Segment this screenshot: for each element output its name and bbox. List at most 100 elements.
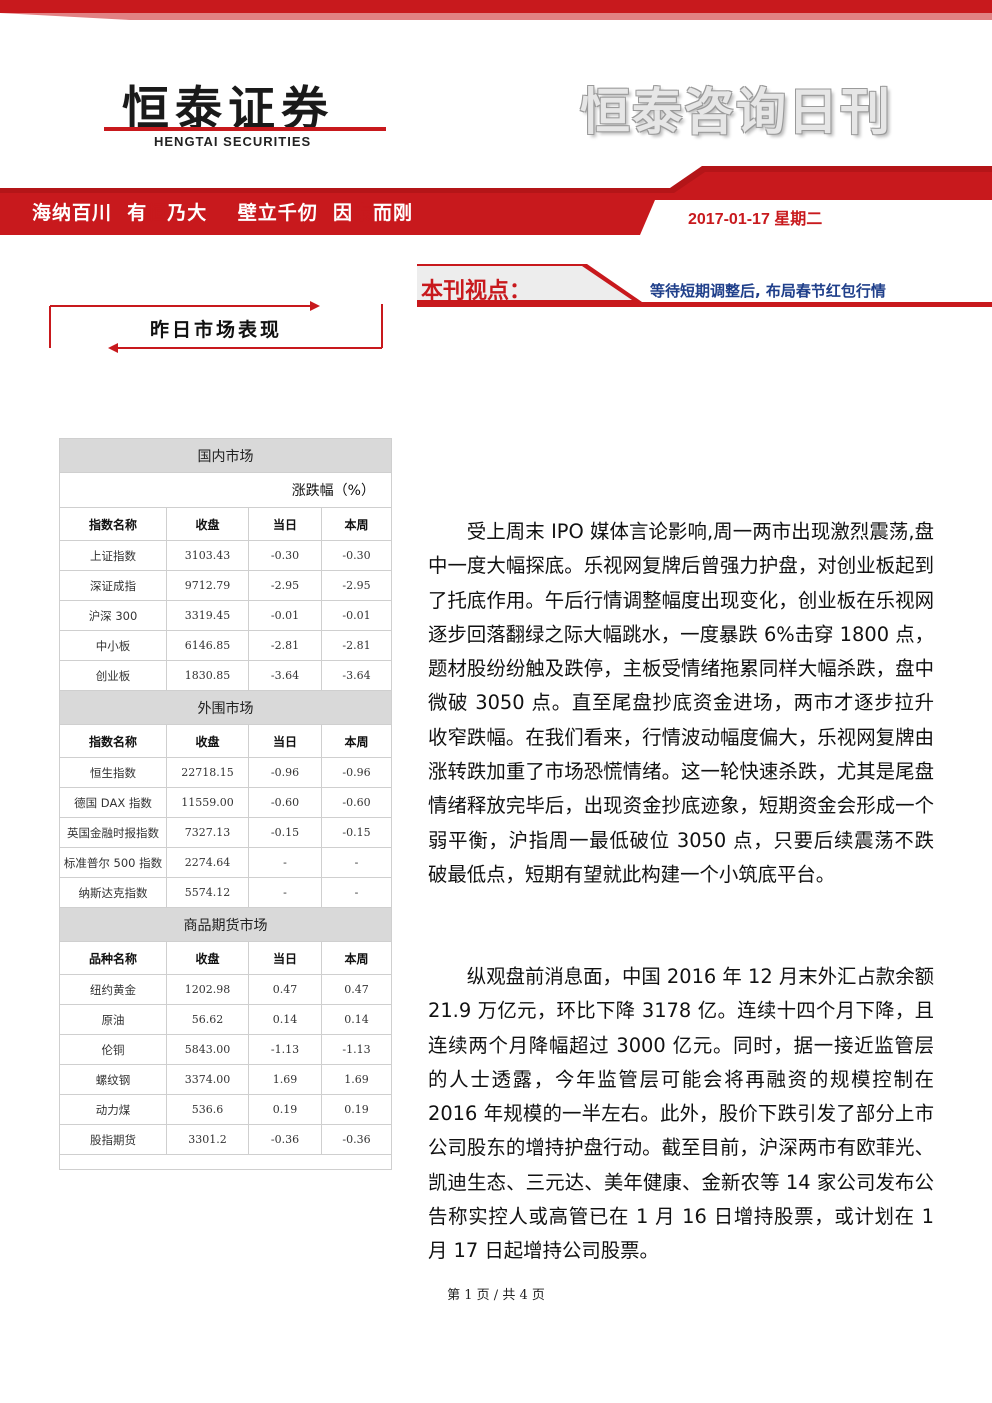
table-cell: 螺纹钢 [59,1064,167,1095]
table-cell: 恒生指数 [59,757,167,788]
table-cell: 动力煤 [59,1094,167,1125]
table-cell: 1830.85 [166,660,249,691]
table-cell: 标准普尔 500 指数 [59,847,167,878]
table-cell: 5843.00 [166,1034,249,1065]
table-cell: -0.96 [248,757,322,788]
table-cell: 纳斯达克指数 [59,877,167,908]
table-cell: -0.01 [321,600,392,631]
column-header: 本周 [321,941,392,975]
table-cell: 3319.45 [166,600,249,631]
table-cell: 11559.00 [166,787,249,818]
column-header: 当日 [248,941,322,975]
table-cell: 纽约黄金 [59,974,167,1005]
section-title-box [49,301,383,353]
table-cell: 22718.15 [166,757,249,788]
viewpoint-headline: 等待短期调整后, 布局春节红包行情 [650,282,886,300]
table-cell: 创业板 [59,660,167,691]
table-cell: 德国 DAX 指数 [59,787,167,818]
table-cell: -1.13 [321,1034,392,1065]
table-cell: -0.01 [248,600,322,631]
table-group-header: 外围市场 [59,690,392,725]
column-header: 收盘 [166,724,249,758]
table-cell: -2.95 [248,570,322,601]
table-cell: 6146.85 [166,630,249,661]
table-cell: -0.96 [321,757,392,788]
group-title: 商品期货市场 [59,907,392,942]
table-cell: 1202.98 [166,974,249,1005]
table-cell: 原油 [59,1004,167,1035]
table-cell: 深证成指 [59,570,167,601]
table-cell: 0.14 [321,1004,392,1035]
table-cell: -2.81 [321,630,392,661]
logo-underline [104,127,386,131]
unit-label: 涨跌幅（%） [59,472,392,508]
table-cell: 0.47 [321,974,392,1005]
table-cell: -0.60 [321,787,392,818]
body-paragraph: 纵观盘前消息面，中国 2016 年 12 月末外汇占款余额 21.9 万亿元，环… [428,965,934,1263]
table-group-header: 商品期货市场 [59,907,392,942]
table-cell: -3.64 [248,660,322,691]
top-red-band [0,0,992,20]
table-cell: 3103.43 [166,540,249,571]
column-header-row: 指数名称收盘当日本周 [59,507,392,541]
table-cell: 3374.00 [166,1064,249,1095]
table-cell: 3301.2 [166,1124,249,1155]
table-cell: 0.19 [248,1094,322,1125]
company-logo-en: HENGTAI SECURITIES [154,134,312,149]
table-cell: -0.36 [321,1124,392,1155]
table-cell: 1.69 [321,1064,392,1095]
group-title: 外围市场 [59,690,392,725]
table-cell: -2.81 [248,630,322,661]
table-cell: -2.95 [321,570,392,601]
column-header: 收盘 [166,941,249,975]
table-cell: 536.6 [166,1094,249,1125]
column-header: 当日 [248,724,322,758]
table-cell: - [248,847,322,878]
table-cell: -0.15 [248,817,322,848]
table-cell: 5574.12 [166,877,249,908]
column-header: 指数名称 [59,507,167,541]
table-cell: 上证指数 [59,540,167,571]
table-cell: 沪深 300 [59,600,167,631]
column-header-row: 品种名称收盘当日本周 [59,941,392,975]
table-cell: - [321,847,392,878]
table-spacer [59,1154,392,1170]
table-cell: 9712.79 [166,570,249,601]
column-header: 收盘 [166,507,249,541]
table-cell: - [321,877,392,908]
table-cell: 0.47 [248,974,322,1005]
column-header: 当日 [248,507,322,541]
publication-date: 2017-01-17 星期二 [688,211,823,228]
viewpoint-label: 本刊视点： [421,279,532,304]
viewpoint-banner [417,264,992,307]
slogan: 海纳百川 有恒乃大 壁立千仞 因泰而刚 [32,202,413,224]
section-title: 昨日市场表现 [150,319,283,341]
table-cell: 0.14 [248,1004,322,1035]
column-header-row: 指数名称收盘当日本周 [59,724,392,758]
column-header: 品种名称 [59,941,167,975]
table-cell: -0.15 [321,817,392,848]
table-cell: 股指期货 [59,1124,167,1155]
column-header: 指数名称 [59,724,167,758]
table-cell: -1.13 [248,1034,322,1065]
slogan-band [0,166,992,235]
table-cell: -0.36 [248,1124,322,1155]
table-cell: 英国金融时报指数 [59,817,167,848]
publication-title: 恒泰咨询日刊 [580,83,892,141]
group-title: 国内市场 [59,438,392,473]
column-header: 本周 [321,507,392,541]
